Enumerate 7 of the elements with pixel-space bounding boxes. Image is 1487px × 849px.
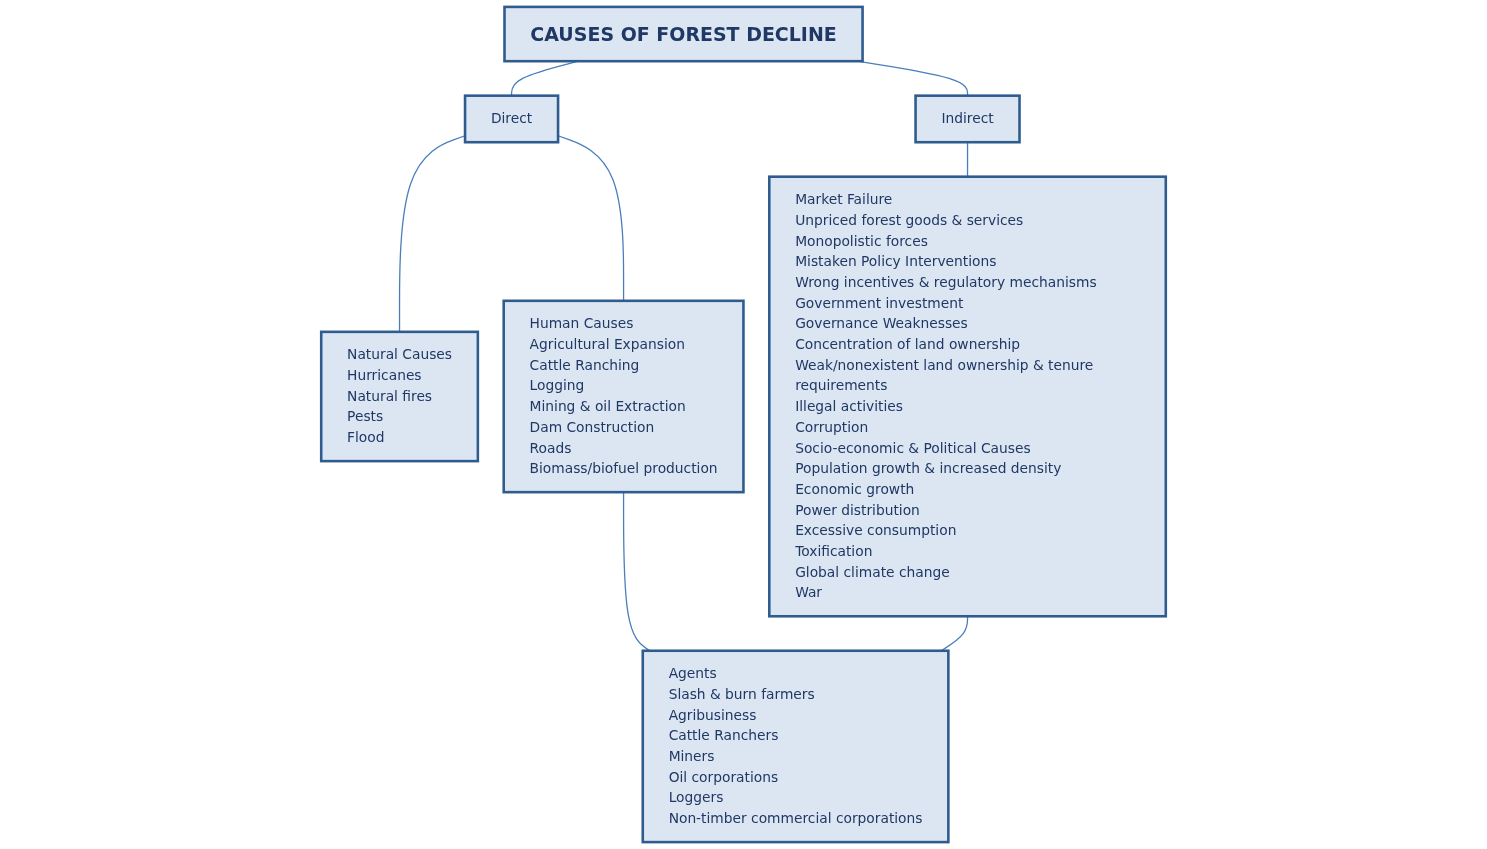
node-box: Natural Causes Hurricanes Natural fires Pests Flood: [319, 330, 480, 463]
node-box: Agents Slash & burn farmers Agribusiness Cattle Ranchers Miners Oil corporations Loggers Non-timber commercial corporations: [641, 649, 950, 844]
node-box: Human Causes Agricultural Expansion Cattle Ranching Logging Mining & oil Extraction Dam Construction Roads Biomass/biofuel production: [502, 299, 745, 494]
node-box: Direct: [463, 94, 560, 144]
node-box: Indirect: [914, 94, 1021, 144]
node-box: CAUSES OF FOREST DECLINE: [503, 5, 864, 63]
node-box: Market Failure Unpriced forest goods & services Monopolistic forces Mistaken Policy Interventions Wrong incentives & regulatory mechanisms Government investment Governance Weaknesses Concentration of land ownership Weak/nonexistent land ownership & tenure requirements Illegal activities Corruption Socio-economic & Political Causes Population growth & increased density Economic growth Power distribution Excessive consumption Toxification Global climate change War: [768, 175, 1168, 618]
